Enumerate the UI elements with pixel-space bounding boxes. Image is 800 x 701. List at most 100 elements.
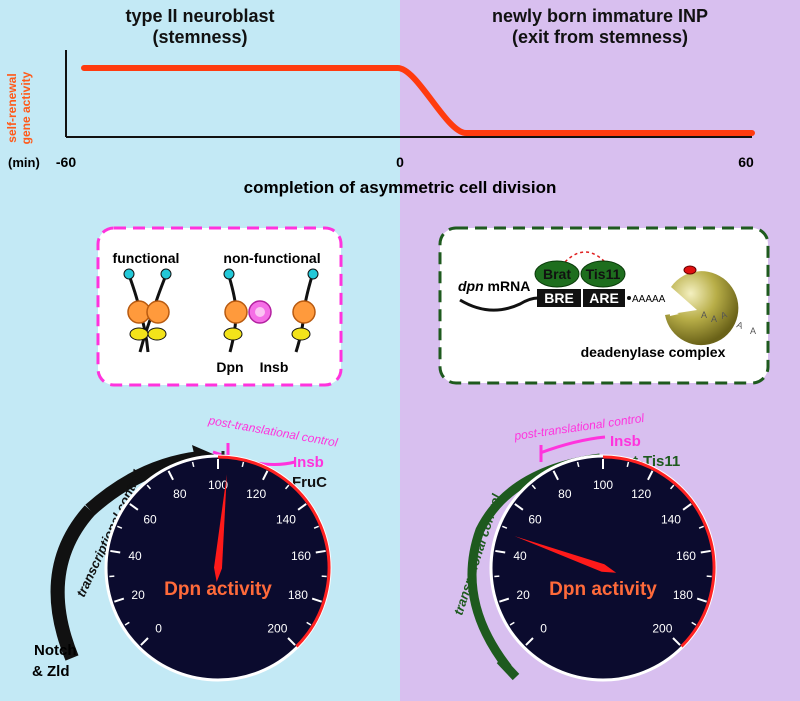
lg-tick-mark-80 [167,470,174,481]
dpn-mrna-label: dpn mRNA [458,278,530,294]
x-axis-label: completion of asymmetric cell division [244,178,557,197]
left-header-line1: type II neuroblast [125,6,275,26]
lg-tick-label-200: 200 [267,621,287,635]
deadenylase-label: deadenylase complex [581,344,726,360]
lg-tick-mark-60 [129,503,139,511]
rg-tick-mark-40 [495,549,506,554]
lg-tick-label-160: 160 [291,549,311,563]
lg-minor-tick-50 [117,525,123,529]
lg-tick-label-60: 60 [143,513,157,527]
svg-text:A: A [701,310,707,320]
svg-text:A: A [711,314,717,324]
deadenylase-complex-icon: A A A A A [665,265,756,346]
lg-tick-mark-160 [315,549,326,554]
tick-60: 60 [738,154,754,170]
rg-tick-label-140: 140 [661,513,681,527]
lg-tick-label-0: 0 [155,621,162,635]
rg-tick-label-120: 120 [631,487,651,501]
svg-text:A: A [719,309,728,320]
rg-tick-mark-80 [552,470,559,481]
left-insb-label: Insb [293,454,324,471]
left-header-line2: (stemness) [152,27,248,47]
unpaired-dpn-icon [291,268,319,353]
fruc-label: FruC [292,474,327,491]
dpn-label: Dpn [216,359,243,375]
lg-tick-mark-140 [297,503,307,511]
mrna-text: mRNA [484,278,531,294]
functional-label: functional [113,250,180,266]
rg-minor-tick-150 [698,525,704,529]
right-dpn-activity-label: Dpn activity [549,579,657,600]
functional-dpn-dimer-icon [123,268,172,353]
rg-tick-mark-120 [647,470,654,481]
rg-tick-mark-180 [696,597,707,603]
rg-tick-mark-160 [700,549,711,554]
non-functional-label: non-functional [223,250,320,266]
tick-minus-60: -60 [56,154,76,170]
lg-tick-label-120: 120 [246,487,266,501]
rg-tick-label-60: 60 [528,513,542,527]
right-gauge-redline [602,455,716,648]
left-gauge-needle [214,474,227,582]
rg-tick-mark-140 [682,503,692,511]
rg-minor-tick-130 [669,484,675,490]
lg-tick-label-40: 40 [128,549,142,563]
rg-minor-tick-190 [691,621,697,626]
lg-minor-tick-90 [191,461,195,468]
unit-label: (min) [8,155,40,170]
left-gauge: post-translational control Insb FruC tra… [32,413,339,682]
left-gauge-ticks: 0 20 40 60 80 100 120 140 160 180 200 [109,459,327,646]
svg-text:A: A [735,319,744,330]
rg-tick-label-200: 200 [652,621,672,635]
right-gauge: post-translational control Insb Brat-Tis… [451,411,717,682]
lg-minor-tick-70 [146,484,152,490]
rg-minor-tick-50 [502,525,508,529]
left-gauge-redline [217,455,331,648]
lg-tick-mark-120 [262,470,269,481]
lg-minor-tick-130 [284,484,290,490]
right-insb-label: Insb [610,433,641,450]
rg-tick-label-100: 100 [593,478,613,492]
lg-tick-label-80: 80 [173,487,187,501]
left-dpn-activity-label: Dpn activity [164,579,272,600]
timeline-chart: self-renewal gene activity (min) -60 0 6… [5,50,755,197]
right-header-line1: newly born immature INP [491,6,709,26]
lg-minor-tick-10 [124,621,130,626]
rg-tick-label-160: 160 [676,549,696,563]
rg-tick-label-40: 40 [513,549,527,563]
lg-tick-label-140: 140 [276,513,296,527]
self-renewal-curve [81,65,755,136]
lg-tick-label-100: 100 [208,478,228,492]
lg-tick-mark-40 [110,549,121,554]
dpn-insb-heterodimer-icon [223,268,272,353]
lg-minor-tick-150 [313,525,319,529]
svg-text:A: A [750,326,756,336]
bre-element: BRE [544,290,574,306]
lg-tick-mark-200 [287,637,296,646]
dimerization-box: functional non-functional [96,226,343,387]
rg-tick-label-0: 0 [540,621,547,635]
lg-tick-mark-180 [311,597,322,603]
rg-tick-mark-200 [672,637,681,646]
right-header-line2: (exit from stemness) [511,27,689,47]
rg-tick-label-180: 180 [673,588,693,602]
lg-tick-mark-20 [114,597,125,603]
left-ptc-label: post-translational control [206,413,338,450]
tis11-protein-label: Tis11 [586,266,621,282]
are-element: ARE [589,290,619,306]
rg-minor-tick-90 [576,461,580,468]
lg-tick-label-20: 20 [131,588,145,602]
rg-tick-label-80: 80 [558,487,572,501]
brat-protein-label: Brat [543,266,571,282]
right-gauge-needle [514,536,617,573]
right-header: newly born immature INP (exit from stemn… [430,6,770,48]
polya-tail: AAAAA [632,294,666,305]
rg-minor-tick-10 [509,621,515,626]
lg-tick-label-180: 180 [288,588,308,602]
left-header: type II neuroblast (stemness) [80,6,320,48]
notch-label-2: & Zld [32,663,70,680]
y-axis-label-line2: gene activity [19,71,33,144]
dpn-italic: dpn [458,278,484,294]
rg-tick-mark-60 [514,503,524,511]
